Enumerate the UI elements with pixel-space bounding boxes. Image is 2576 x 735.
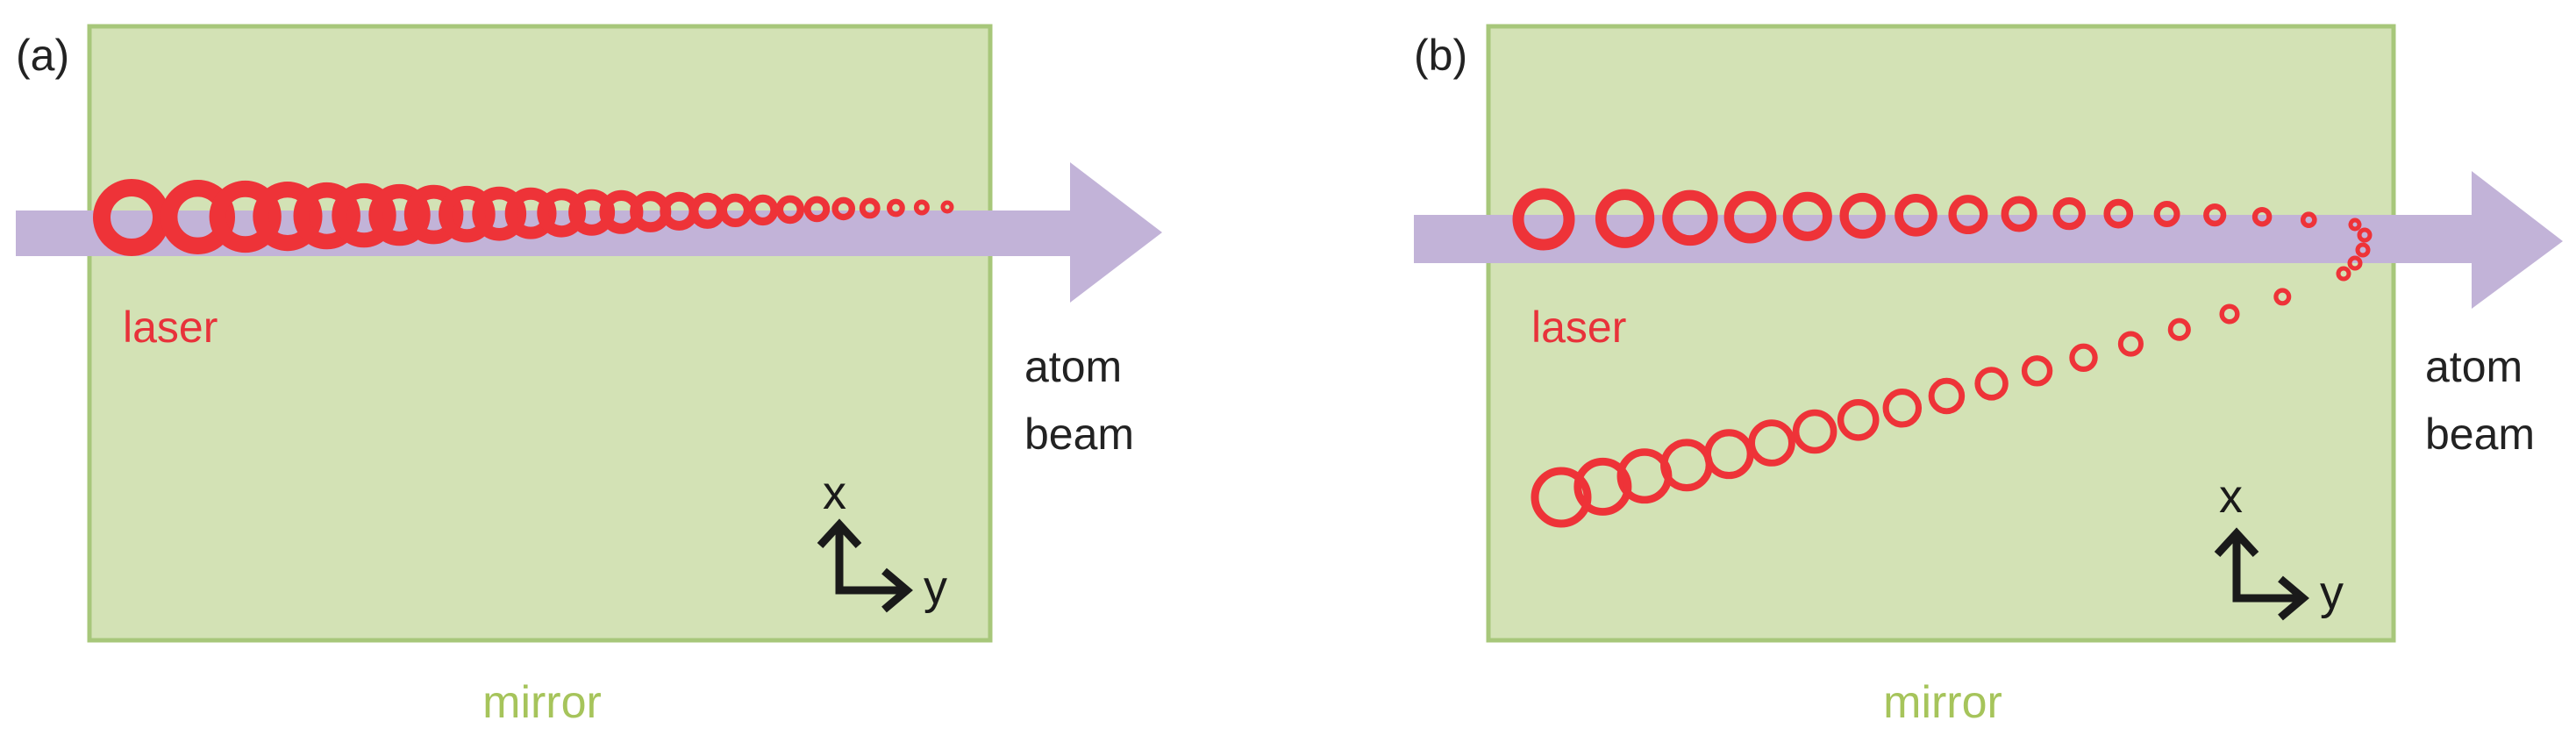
axis-y-arrowhead-b bbox=[2278, 575, 2309, 621]
atom-ring bbox=[2203, 203, 2227, 227]
panel-b: (b) laser atom beam x y mirror bbox=[1414, 24, 2563, 728]
atom-rings-straight bbox=[93, 179, 954, 256]
atom-ring bbox=[831, 196, 856, 221]
axis-indicator-b: x y bbox=[2214, 470, 2344, 621]
mirror-label-b: mirror bbox=[1883, 677, 2002, 728]
atom-ring bbox=[1616, 448, 1673, 504]
axis-arrows-a bbox=[835, 526, 905, 595]
atom-ring bbox=[1948, 195, 1988, 235]
atom-ring bbox=[913, 199, 930, 216]
beam-label-a-line1: atom bbox=[1024, 342, 1122, 391]
mirror-label-a: mirror bbox=[482, 677, 602, 728]
atom-ring bbox=[403, 184, 464, 245]
atom-ring bbox=[887, 198, 905, 218]
atom-ring bbox=[160, 179, 235, 254]
atom-ring bbox=[2357, 227, 2373, 243]
atom-ring bbox=[1595, 189, 1655, 248]
atom-ring bbox=[2300, 211, 2317, 229]
atom-rings-reflected bbox=[1512, 188, 2373, 528]
axis-arrows-b bbox=[2232, 535, 2301, 603]
panel-a-label: (a) bbox=[16, 31, 69, 80]
laser-label-b: laser bbox=[1531, 303, 1626, 352]
atom-ring bbox=[209, 180, 282, 253]
atom-ring bbox=[2219, 303, 2240, 325]
axis-x-label-b: x bbox=[2219, 470, 2243, 523]
axis-x-arrowhead-a bbox=[817, 518, 862, 549]
atom-ring bbox=[1974, 367, 2009, 401]
atom-ring bbox=[940, 200, 954, 214]
atom-ring bbox=[2052, 196, 2086, 231]
atom-ring bbox=[2348, 218, 2362, 232]
atom-ring bbox=[504, 187, 557, 239]
atom-ring bbox=[2355, 242, 2371, 258]
atom-ring bbox=[537, 188, 587, 238]
atom-ring bbox=[1782, 191, 1832, 241]
atom-ring bbox=[1662, 189, 1718, 246]
atom-ring bbox=[1792, 409, 1837, 454]
atom-ring bbox=[253, 182, 323, 252]
atom-ring bbox=[2347, 255, 2363, 271]
axis-y-label-a: y bbox=[924, 561, 947, 614]
mirror-surface-a bbox=[87, 24, 993, 643]
atom-ring bbox=[747, 194, 779, 226]
atom-ring bbox=[1895, 194, 1937, 237]
atom-ring bbox=[2001, 196, 2037, 232]
atom-ring bbox=[859, 197, 881, 219]
atom-ring bbox=[2273, 288, 2292, 306]
atom-ring bbox=[1837, 398, 1880, 441]
atom-ring bbox=[2251, 206, 2273, 227]
panel-b-label: (b) bbox=[1414, 31, 1467, 80]
atom-ring bbox=[2069, 343, 2098, 372]
atom-ring bbox=[2336, 266, 2351, 282]
axis-y-label-b: y bbox=[2320, 567, 2344, 619]
panel-a: (a) laser atom beam x y mirror bbox=[16, 24, 1162, 728]
axis-indicator-a: x y bbox=[817, 467, 947, 614]
atom-ring bbox=[1512, 188, 1575, 251]
axis-x-arrowhead-b bbox=[2214, 527, 2259, 558]
atom-ring bbox=[1928, 377, 1966, 415]
atom-beam-arrow-b bbox=[1414, 171, 2563, 309]
atom-ring bbox=[803, 196, 831, 223]
axis-y-arrowhead-a bbox=[881, 567, 913, 613]
atom-ring bbox=[1531, 467, 1592, 528]
atom-ring bbox=[1723, 190, 1777, 244]
atom-ring bbox=[332, 182, 396, 248]
beam-label-b-line2: beam bbox=[2425, 410, 2535, 459]
atom-ring bbox=[368, 183, 431, 246]
laser-label-a: laser bbox=[123, 303, 218, 352]
atom-ring bbox=[2167, 318, 2191, 341]
beam-label-b-line1: atom bbox=[2425, 342, 2522, 391]
atom-ring bbox=[775, 195, 805, 225]
atom-ring bbox=[439, 185, 496, 243]
beam-label-a-line2: beam bbox=[1024, 410, 1134, 459]
atom-ring bbox=[2153, 201, 2180, 227]
atom-ring bbox=[472, 186, 527, 241]
axis-x-label-a: x bbox=[823, 467, 846, 519]
atom-ring bbox=[1882, 389, 1923, 428]
atom-ring bbox=[1573, 457, 1632, 516]
atom-ring bbox=[2103, 198, 2134, 229]
atom-ring bbox=[2021, 355, 2053, 387]
atom-ring bbox=[1839, 192, 1886, 239]
atom-ring bbox=[2117, 331, 2144, 357]
atom-ring bbox=[293, 182, 360, 250]
atom-ring bbox=[1748, 419, 1795, 467]
